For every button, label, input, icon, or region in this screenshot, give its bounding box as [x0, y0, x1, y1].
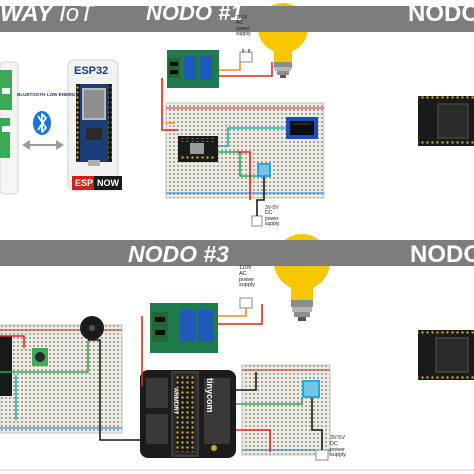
nodo1-ac-line-3: power — [236, 25, 250, 32]
nodo1-wires — [161, 62, 286, 216]
nodo-right-top-label: NODO — [408, 0, 474, 27]
nodo-right-bottom-label: NODO — [410, 241, 474, 268]
nodo3-dc-label: 3V-5V DC power supply — [330, 435, 346, 459]
nodo1-banner-label: NODO #1 — [146, 0, 243, 25]
esp32-board — [67, 59, 119, 191]
nodo1-ac-line-2: AC — [236, 20, 243, 27]
nodo3-ac-line-2: AC — [239, 270, 247, 277]
nodo3-armory-board — [140, 370, 236, 458]
nodo3-dc-plug — [315, 449, 329, 461]
esp32-label: ESP32 — [74, 65, 109, 77]
double-arrow-icon — [22, 140, 64, 150]
nodo3-dc-line-1: 3V-5V — [330, 435, 345, 441]
ble-label: BLUETOOTH LOW ENERGY — [17, 92, 79, 97]
potentiometer-icon — [32, 348, 48, 366]
nodo3-dc-line-3: power — [330, 446, 345, 453]
nodo1-ac-line-4: supply — [236, 30, 251, 37]
nodo3-ac-plug — [239, 297, 253, 309]
nodo1-sensor — [257, 163, 271, 177]
nodo3-wires — [141, 304, 323, 452]
right-esp32-top — [418, 96, 474, 146]
nodo3-ac-line-1: 110V — [239, 265, 252, 271]
bluetooth-icon — [33, 111, 51, 135]
nodo3-dc-line-4: supply — [330, 452, 346, 459]
top-banner — [0, 6, 474, 32]
nodo3-banner-label: NODO #3 — [128, 241, 229, 267]
nodo1-ac-label: 110V AC power supply — [236, 15, 251, 37]
now-word: NOW — [97, 178, 119, 188]
nodo3-left-breadboard — [0, 324, 123, 434]
nodo3-ac-line-4: supply — [239, 282, 255, 289]
nodo3-relay-module — [150, 303, 218, 353]
nodo1-dc-label: 3V-5V DC power supply — [265, 205, 280, 227]
armory-board-label: ARMORY — [172, 388, 178, 415]
nodo3-dc-line-2: DC — [330, 440, 338, 447]
nodo1-dc-line-4: supply — [265, 220, 280, 227]
nodo1-dc-plug — [251, 215, 263, 227]
iot-word: IoT — [59, 0, 94, 27]
nodo1-ac-plug — [239, 49, 253, 63]
gateway-banner-label: WAY IoT — [0, 2, 94, 26]
armory-board-brand: tinycom — [205, 378, 215, 413]
nodo3-sensor — [302, 380, 320, 398]
esp-word: ESP — [75, 178, 94, 188]
nodo3-left-wires — [0, 335, 160, 441]
nodo1-esp32 — [178, 136, 218, 162]
right-esp32-bottom — [418, 330, 474, 380]
buzzer-icon — [80, 316, 104, 340]
nodo1-ac-line-1: 110V — [236, 15, 248, 21]
nodo1-oled-display — [286, 117, 318, 139]
nodo1-dc-line-2: DC — [265, 210, 273, 217]
nodo3-ac-label: 110V AC power supply — [239, 265, 255, 289]
nodo1-relay-module — [167, 50, 219, 88]
bottom-banner — [0, 240, 474, 266]
gateway-word: WAY — [0, 0, 53, 27]
now-logo: NOW — [94, 176, 122, 190]
nodo1-dc-line-3: power — [265, 215, 279, 222]
left-device-fragment — [0, 336, 12, 396]
esp-now-logo: ESP — [72, 176, 97, 190]
nodo3-ac-line-3: power — [239, 276, 254, 283]
nodo1-dc-line-1: 3V-5V — [265, 205, 279, 211]
gateway-left-fragment — [0, 61, 19, 195]
